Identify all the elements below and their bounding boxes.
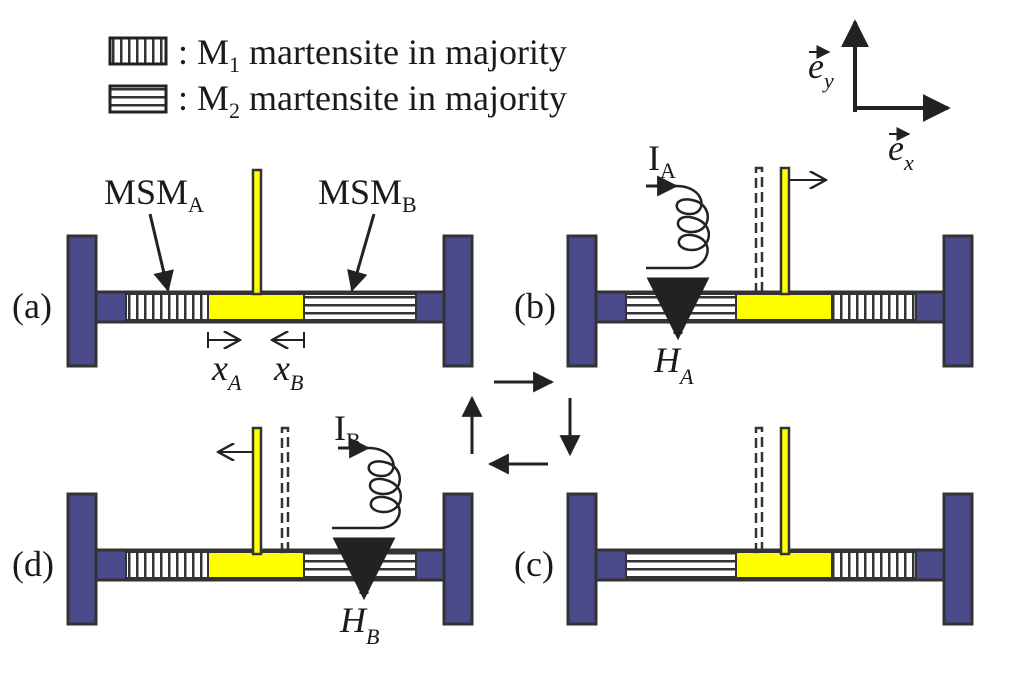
slider (735, 551, 833, 579)
legend-m1-text: : M1 martensite in majority (178, 32, 567, 77)
left-clamp (66, 234, 98, 368)
msm-b-pointer (347, 213, 376, 293)
right-clamp (942, 492, 974, 626)
slider (207, 293, 305, 321)
coordinate-axes: ey ex (808, 19, 951, 175)
output-pin (779, 166, 791, 296)
left-clamp (566, 492, 598, 626)
panel-a-label: (a) (12, 286, 52, 326)
ia-label: IA (648, 138, 676, 183)
ha-label: HA (653, 340, 694, 389)
legend-m2-swatch (108, 84, 168, 114)
panel-d: (d) IB HB (12, 408, 474, 649)
slider (207, 551, 305, 579)
right-clamp (442, 234, 474, 368)
panel-b-label: (b) (514, 286, 556, 326)
legend: : M1 martensite in majority : M2 martens… (108, 32, 567, 123)
panel-d-label: (d) (12, 544, 54, 584)
msm-a-pointer (148, 213, 174, 293)
slider (735, 293, 833, 321)
previous-pin-position (754, 426, 764, 554)
ib-label: IB (334, 408, 361, 453)
xb-label: xB (273, 348, 303, 395)
right-clamp (942, 234, 974, 368)
msm-a-element (125, 551, 209, 579)
panel-a: (a) MSMA MSMB xA xB (12, 168, 474, 395)
msm-b-label: MSMB (318, 172, 417, 217)
msm-b-element (831, 293, 917, 321)
legend-m2-text: : M2 martensite in majority (178, 78, 567, 123)
panel-c: (c) (514, 426, 974, 626)
right-clamp (442, 492, 474, 626)
previous-pin-position (754, 166, 764, 294)
coil-a (646, 184, 711, 270)
output-pin (251, 168, 263, 296)
axis-ex-label: ex (888, 128, 914, 175)
output-pin (251, 426, 263, 556)
previous-pin-position (280, 426, 290, 554)
xa-label: xA (211, 348, 242, 395)
left-clamp (66, 492, 98, 626)
msm-b-element (303, 293, 417, 321)
msm-b-element (831, 551, 917, 579)
hb-label: HB (339, 600, 379, 649)
axis-ey-label: ey (808, 46, 834, 93)
legend-m1-swatch (108, 36, 168, 66)
output-pin (779, 426, 791, 556)
panel-c-label: (c) (514, 544, 554, 584)
left-clamp (566, 234, 598, 368)
cycle-arrows (461, 371, 581, 475)
coil-b (332, 446, 403, 530)
panel-b: (b) IA HA (514, 138, 974, 389)
msm-a-element (125, 293, 209, 321)
msm-a-label: MSMA (104, 172, 204, 217)
msm-a-element (625, 551, 737, 579)
